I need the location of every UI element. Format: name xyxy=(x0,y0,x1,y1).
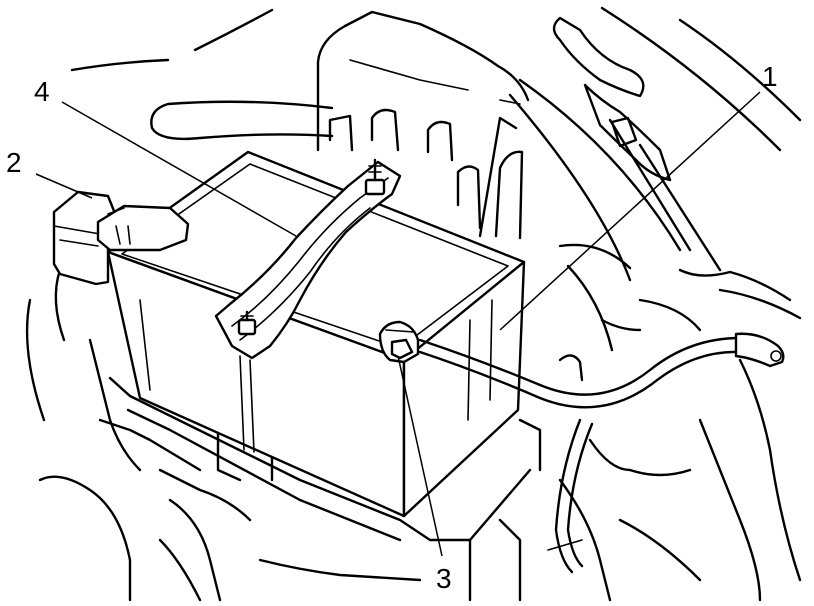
negative-cable xyxy=(418,332,785,574)
leader-4 xyxy=(61,101,297,237)
positive-terminal-cover xyxy=(52,190,190,286)
callout-leaders xyxy=(35,91,761,557)
hold-down-bolt-rear xyxy=(364,158,386,196)
hold-down-clamp xyxy=(214,158,402,360)
leader-2 xyxy=(35,173,93,199)
callout-2: 2 xyxy=(6,147,22,178)
battery xyxy=(106,150,526,518)
callout-labels: 1 2 3 4 xyxy=(6,61,778,594)
callout-1: 1 xyxy=(762,61,778,92)
negative-terminal xyxy=(378,320,420,364)
hold-down-bolt-front xyxy=(237,310,257,336)
engine-bay-background xyxy=(25,6,802,602)
leader-1 xyxy=(499,91,761,331)
callout-4: 4 xyxy=(34,76,50,107)
leader-3 xyxy=(397,355,443,557)
callout-3: 3 xyxy=(436,563,452,594)
